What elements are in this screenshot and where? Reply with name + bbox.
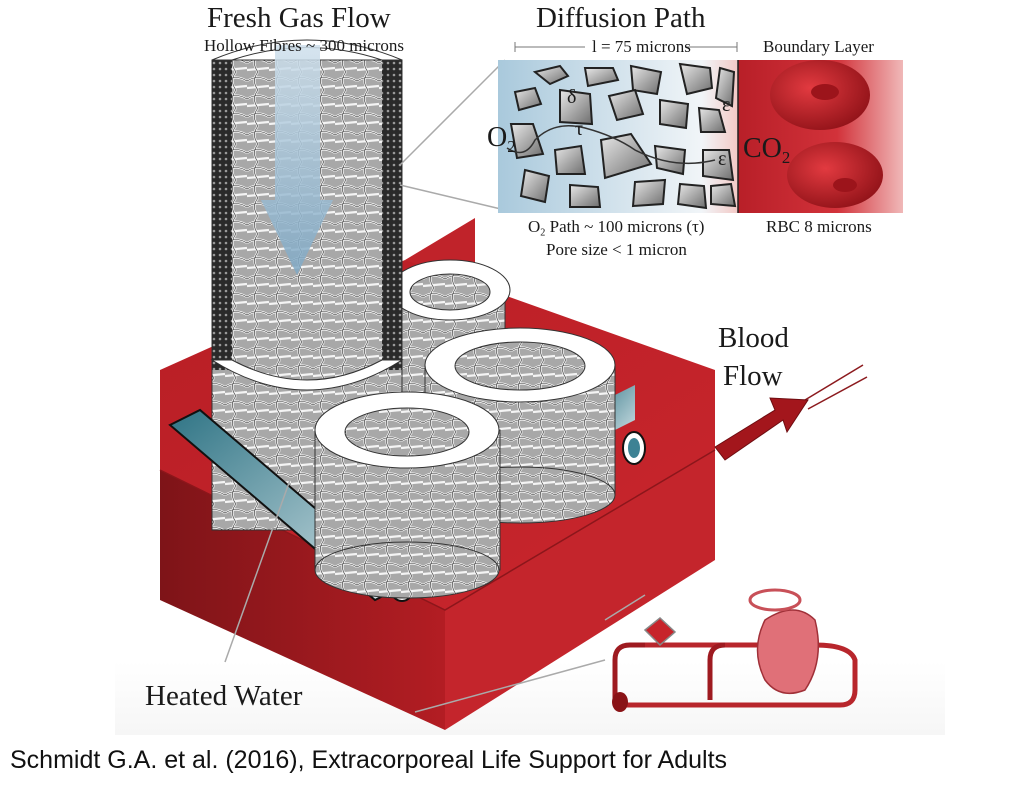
pore-size-label: Pore size < 1 micron <box>546 240 687 259</box>
o2-path-label: O2 Path ~ 100 microns (τ) <box>528 217 704 239</box>
co2-text: CO <box>743 133 782 164</box>
red-right-face <box>445 450 715 730</box>
diagram-artwork <box>159 39 903 730</box>
diffusion-path-title: Diffusion Path <box>536 2 706 34</box>
boundary-layer-label: Boundary Layer <box>763 37 874 56</box>
epsilon-symbol-bottom: ε <box>718 148 727 170</box>
co2-label: CO2 <box>743 133 790 168</box>
o2-text: O <box>487 122 508 153</box>
epsilon-symbol-top: ε <box>722 94 731 116</box>
membrane-pores <box>509 62 737 210</box>
red-left-face <box>160 470 445 730</box>
co2-subscript: 2 <box>781 147 791 167</box>
membrane-length-label: l = 75 microns <box>592 37 691 56</box>
figure-caption: Schmidt G.A. et al. (2016), Extracorpore… <box>10 746 728 774</box>
blood-flow-arrow <box>714 364 868 461</box>
heated-water-label: Heated Water <box>145 680 303 712</box>
fresh-gas-flow-title: Fresh Gas Flow <box>207 2 391 34</box>
blood-label: Blood <box>718 322 789 354</box>
hollow-fibres-label: Hollow Fibres ~ 300 microns <box>204 36 404 55</box>
flow-label: Flow <box>723 360 783 392</box>
o2-path-rest: Path ~ 100 microns (τ) <box>545 217 705 236</box>
diffusion-panel <box>498 42 903 213</box>
o2-subscript: 2 <box>507 136 516 156</box>
red-blood-cell <box>787 142 883 208</box>
o2-label: O2 <box>487 122 516 157</box>
o2-path-prefix: O <box>528 217 541 236</box>
fibre-cylinder-front <box>314 391 501 599</box>
oxygenator-diagram: Fresh Gas Flow Hollow Fibres ~ 300 micro… <box>115 0 945 735</box>
delta-symbol: δ <box>567 86 577 108</box>
tortuous-path <box>506 125 716 165</box>
ecmo-circuit <box>612 642 645 700</box>
fibre-cylinder-tall <box>210 39 404 531</box>
gas-flow-arrow <box>261 45 333 275</box>
tau-symbol: τ <box>575 118 584 140</box>
rbc-size-label: RBC 8 microns <box>766 217 872 236</box>
leader-lines <box>224 59 646 713</box>
heart-icon <box>756 609 820 695</box>
o2-path-subscript: 2 <box>540 227 546 239</box>
circulation-inset <box>612 588 858 712</box>
